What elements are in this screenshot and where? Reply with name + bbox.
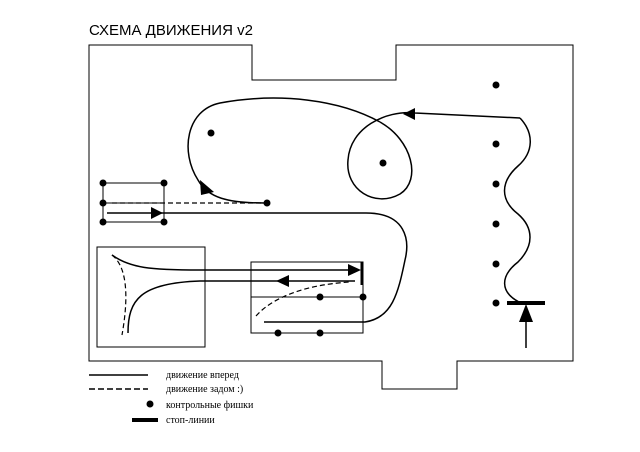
legend-stop-lines-label: стоп-линии <box>166 415 215 426</box>
control-cone <box>492 299 500 307</box>
arrow-icon <box>151 207 163 219</box>
control-cone <box>99 199 107 207</box>
path-forward-top-left-loop <box>187 97 381 204</box>
path-reverse-parking <box>255 281 351 317</box>
control-cone <box>99 179 107 187</box>
path-reverse-funnel <box>111 254 127 336</box>
legend: движение вперед движение задом :) контро… <box>89 370 254 426</box>
control-cone <box>263 199 271 207</box>
legend-cones-label: контрольные фишки <box>166 400 254 411</box>
arrow-icon <box>519 304 533 322</box>
control-cone <box>207 129 215 137</box>
legend-cone-swatch <box>146 400 154 408</box>
path-forward-circle-loop <box>347 111 521 200</box>
control-cones <box>99 81 500 337</box>
area-outline <box>88 44 574 390</box>
arrow-icon <box>403 108 415 120</box>
arrow-icon <box>200 180 214 195</box>
control-cone <box>492 81 500 89</box>
path-forward-u-turn <box>107 212 408 323</box>
arrow-icon <box>276 275 289 287</box>
path-forward-right-snake <box>503 117 531 303</box>
legend-forward-label: движение вперед <box>166 370 239 381</box>
page-title: СХЕМА ДВИЖЕНИЯ v2 <box>89 22 253 39</box>
path-forward-funnel-upper <box>111 254 356 271</box>
control-cone <box>160 218 168 226</box>
control-cone <box>99 218 107 226</box>
control-cone <box>492 180 500 188</box>
control-cone <box>379 159 387 167</box>
control-cone <box>492 220 500 228</box>
control-cone <box>492 260 500 268</box>
control-cone <box>274 329 282 337</box>
arrow-icon <box>348 264 361 276</box>
control-cone <box>492 140 500 148</box>
control-cone <box>316 329 324 337</box>
control-cone <box>359 293 367 301</box>
control-cone <box>316 293 324 301</box>
control-cone <box>160 179 168 187</box>
path-forward-funnel-lower <box>127 280 355 334</box>
box-curve-zone <box>96 246 206 348</box>
legend-reverse-label: движение задом :) <box>166 384 243 395</box>
